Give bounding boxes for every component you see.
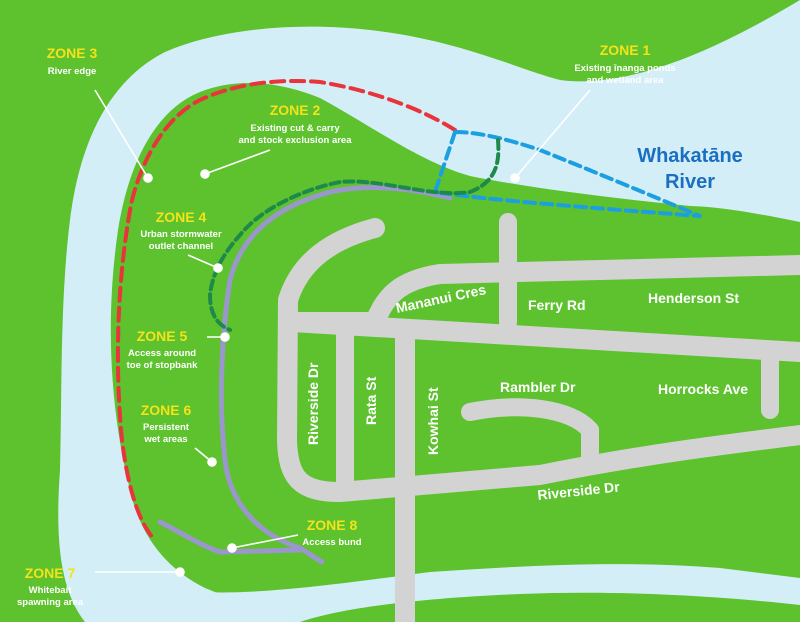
river-label-line1: Whakatāne	[637, 145, 743, 167]
lower-land-strip	[300, 592, 800, 622]
zone5-label: ZONE 5 Access around toe of stopbank	[127, 328, 198, 371]
street-riverside-dr-vertical: Riverside Dr	[305, 362, 321, 445]
whakatane-river-water	[58, 0, 800, 622]
zone4-label: ZONE 4 Urban stormwater outlet channel	[140, 209, 222, 252]
zone5-title: ZONE 5	[137, 328, 188, 344]
zone2-title: ZONE 2	[270, 102, 321, 118]
zone1-desc-1: Existing īnanga ponds	[574, 63, 675, 74]
river-label-line2: River	[665, 171, 715, 193]
street-rambler-dr: Rambler Dr	[500, 379, 576, 395]
zone6-title: ZONE 6	[141, 402, 192, 418]
zone7-title: ZONE 7	[25, 565, 76, 581]
zone5-desc-1: Access around	[128, 348, 196, 359]
street-horrocks-ave: Horrocks Ave	[658, 381, 748, 397]
street-kowhai-st: Kowhai St	[425, 387, 441, 455]
callout-leaders	[94, 89, 591, 577]
zone7-label: ZONE 7 Whitebait spawning area	[17, 565, 84, 608]
stopbank-line	[218, 185, 453, 565]
zone8-desc-1: Access bund	[302, 537, 361, 548]
street-ferry-rd: Ferry Rd	[528, 297, 586, 313]
zone8-title: ZONE 8	[307, 517, 358, 533]
zone2-label: ZONE 2 Existing cut & carry and stock ex…	[239, 102, 353, 146]
zone4-desc-2: outlet channel	[149, 241, 213, 252]
zone1-label: ZONE 1 Existing īnanga ponds and wetland…	[574, 42, 675, 86]
zone1-title: ZONE 1	[600, 42, 651, 58]
access-bund-line	[157, 519, 303, 555]
zone6-desc-1: Persistent	[143, 422, 190, 433]
zone7-desc-1: Whitebait	[29, 585, 73, 596]
zone6-label: ZONE 6 Persistent wet areas	[141, 402, 192, 445]
road-network	[277, 213, 800, 622]
zone6-desc-2: wet areas	[143, 434, 187, 445]
zone3-desc-1: River edge	[48, 66, 97, 77]
zone1-desc-2: and wetland area	[586, 75, 664, 86]
zone1-boundary	[433, 130, 702, 218]
zone4-desc-1: Urban stormwater	[140, 229, 222, 240]
zone3-boundary	[115, 78, 457, 542]
zone8-label: ZONE 8 Access bund	[302, 517, 361, 548]
zone3-label: ZONE 3 River edge	[47, 45, 98, 77]
zone2-desc-1: Existing cut & carry	[250, 123, 340, 134]
zone2-desc-2: and stock exclusion area	[239, 135, 353, 146]
zone4-boundary	[208, 138, 501, 332]
zone5-desc-2: toe of stopbank	[127, 360, 198, 371]
street-rata-st: Rata St	[363, 376, 379, 425]
zone4-title: ZONE 4	[156, 209, 207, 225]
zone3-title: ZONE 3	[47, 45, 98, 61]
street-henderson-st: Henderson St	[648, 290, 739, 306]
zone7-desc-2: spawning area	[17, 597, 84, 608]
